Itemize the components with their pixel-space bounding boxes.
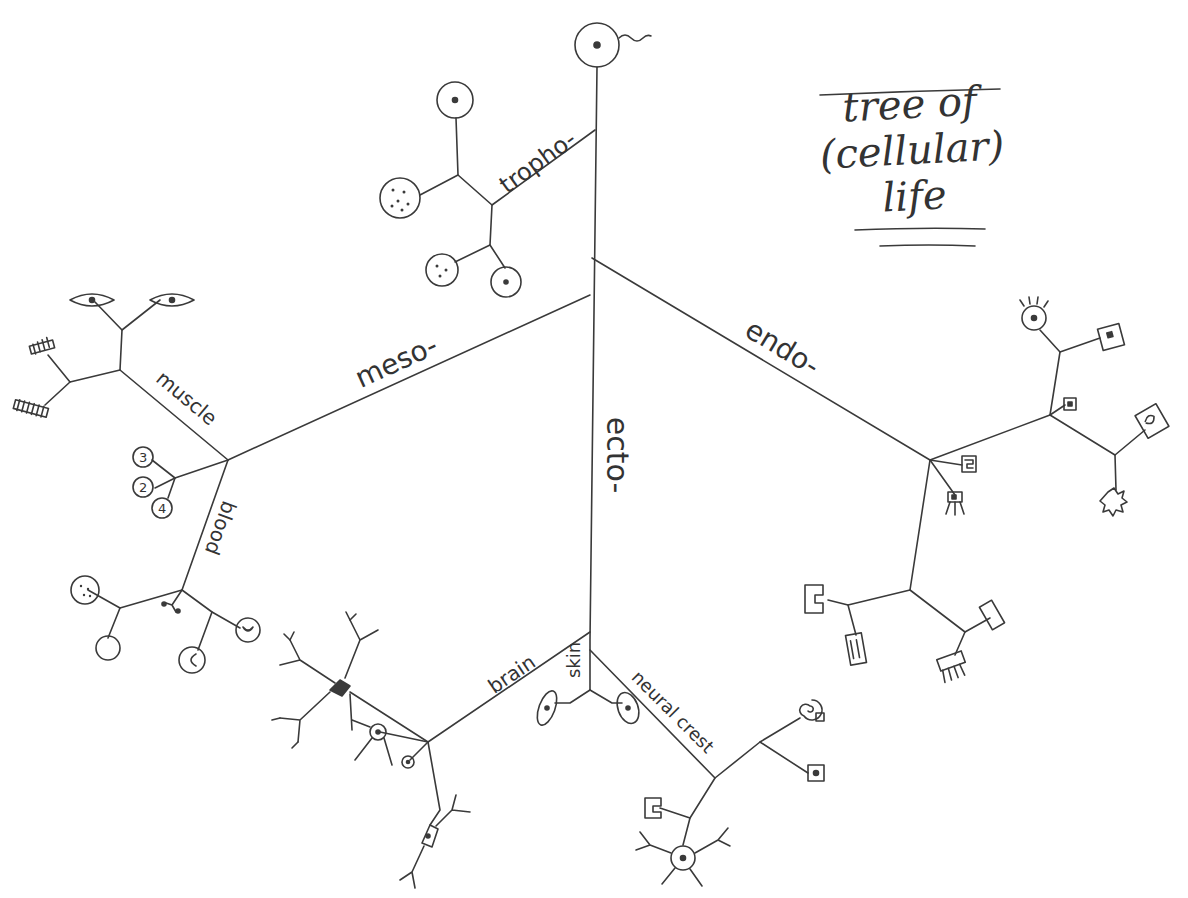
branch-label: skin bbox=[565, 642, 583, 678]
branch-label: muscle bbox=[152, 367, 220, 428]
branch-label: neural crest bbox=[628, 668, 717, 757]
cell-number: 2 bbox=[139, 481, 147, 494]
diagram-title: tree of (cellular) life bbox=[794, 75, 1031, 225]
branch-label: tropho- bbox=[495, 127, 580, 198]
branch-label: brain bbox=[484, 651, 538, 696]
cell-number: 4 bbox=[158, 502, 166, 515]
cell-number: 3 bbox=[139, 451, 147, 464]
branch-label: ecto- bbox=[602, 417, 632, 493]
branch-label: blood bbox=[201, 499, 239, 558]
